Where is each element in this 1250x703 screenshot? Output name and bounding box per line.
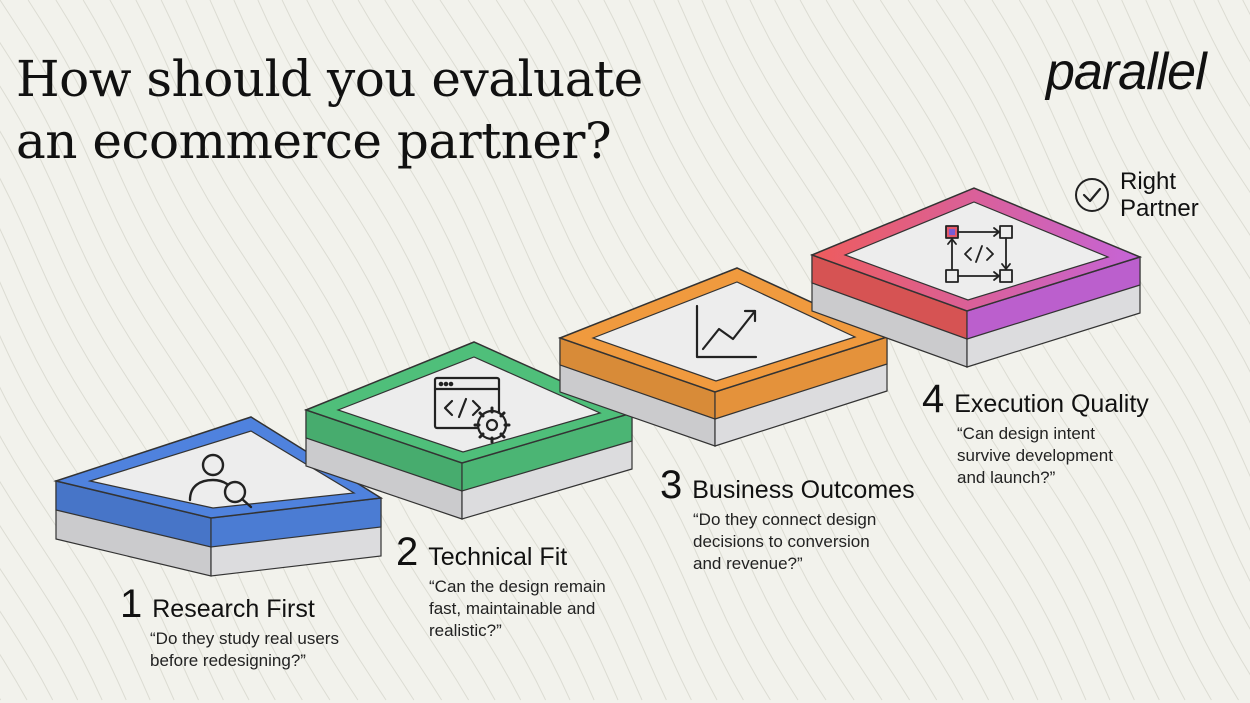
background-line	[1096, 0, 1250, 280]
step-2-number: 2	[396, 530, 419, 574]
background-line	[109, 0, 496, 701]
right-partner-badge: Right Partner	[1074, 168, 1216, 222]
background-line	[907, 0, 1250, 630]
title-line-2: an ecommerce partner?	[16, 112, 612, 170]
check-circle-icon	[1075, 178, 1109, 212]
background-line	[0, 524, 103, 701]
background-line	[135, 0, 522, 701]
step-1-caption: 1 Research First “Do they study real use…	[120, 582, 339, 672]
trend-chart-icon	[695, 304, 758, 359]
background-line	[852, 0, 1239, 701]
background-line	[1145, 0, 1250, 194]
background-line	[331, 0, 718, 701]
background-line	[209, 0, 595, 701]
code-gear-icon	[433, 376, 511, 444]
background-line	[701, 0, 1087, 701]
right-partner-label: Right Partner	[1120, 168, 1199, 222]
background-line	[0, 435, 151, 701]
page-title: How should you evaluate an ecommerce par…	[16, 48, 643, 172]
step-4-number: 4	[922, 377, 945, 421]
background-line	[0, 281, 224, 701]
step-4-quote: “Can design intent survive development a…	[957, 424, 1113, 487]
background-line	[935, 0, 1250, 583]
background-line	[1018, 0, 1250, 424]
background-line	[963, 0, 1250, 531]
background-line	[306, 0, 692, 701]
step-3-caption: 3 Business Outcomes “Do they connect des…	[660, 463, 915, 575]
title-line-1: How should you evaluate	[16, 50, 643, 108]
step-4-block	[809, 187, 1143, 368]
background-line	[160, 0, 547, 701]
step-2-block	[303, 341, 635, 520]
background-line	[27, 0, 415, 701]
background-line	[0, 228, 250, 701]
step-1-title: Research First	[152, 595, 315, 623]
background-line	[879, 0, 1250, 676]
background-line	[233, 0, 619, 701]
background-line	[0, 41, 359, 701]
user-search-icon	[188, 453, 253, 509]
background-line	[357, 0, 744, 701]
step-1-block	[53, 416, 384, 577]
step-1-number: 1	[120, 582, 143, 626]
step-3-title: Business Outcomes	[692, 476, 915, 504]
background-line	[0, 130, 303, 701]
background-line	[55, 0, 443, 701]
background-line	[725, 0, 1111, 701]
background-line	[991, 0, 1250, 478]
step-4-title: Execution Quality	[954, 390, 1149, 418]
workflow-code-icon	[945, 225, 1013, 283]
background-line	[1071, 0, 1250, 325]
background-line	[0, 177, 276, 701]
background-line	[0, 386, 175, 701]
step-2-quote: “Can the design remain fast, maintainabl…	[429, 577, 606, 640]
background-line	[1121, 0, 1250, 236]
background-line	[1169, 0, 1250, 151]
background-line	[257, 0, 643, 701]
background-line	[0, 480, 127, 701]
background-line	[0, 0, 387, 701]
background-line	[0, 85, 331, 701]
background-line	[0, 567, 79, 701]
step-3-number: 3	[660, 463, 683, 507]
background-line	[185, 0, 571, 701]
background-line	[0, 335, 199, 701]
step-1-quote: “Do they study real users before redesig…	[150, 629, 339, 670]
brand-logo: parallel	[1046, 43, 1207, 101]
background-line	[1045, 0, 1250, 373]
step-3-quote: “Do they connect design decisions to con…	[693, 510, 877, 573]
step-2-title: Technical Fit	[428, 543, 568, 571]
step-4-caption: 4 Execution Quality “Can design intent s…	[922, 377, 1149, 489]
step-2-caption: 2 Technical Fit “Can the design remain f…	[396, 530, 606, 642]
background-line	[82, 0, 470, 701]
